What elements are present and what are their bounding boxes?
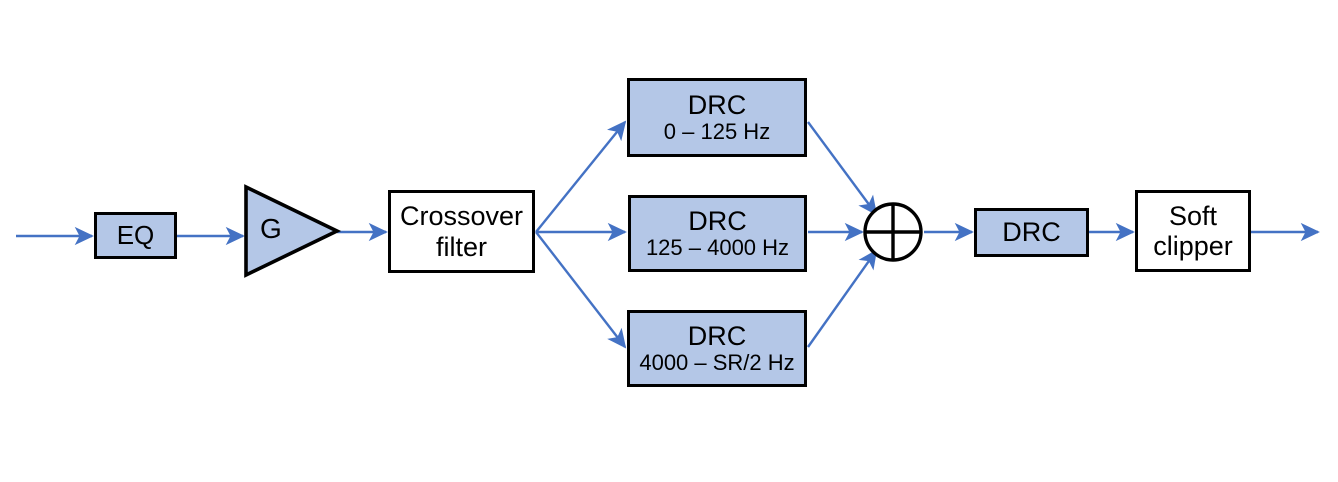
block-gain-label: G [260, 213, 282, 244]
block-drc-low-title: DRC [687, 90, 747, 121]
block-soft-clipper[interactable]: Soft clipper [1135, 190, 1251, 272]
block-drc-high-range: 4000 – SR/2 Hz [639, 350, 795, 376]
summing-junction-symbol [863, 202, 923, 262]
block-drc-high-band[interactable]: DRC 4000 – SR/2 Hz [627, 310, 807, 387]
block-soft-clipper-line2: clipper [1153, 231, 1233, 261]
block-crossover-line1: Crossover [399, 201, 524, 232]
gain-triangle-shape [244, 184, 342, 278]
block-eq-label: EQ [116, 219, 155, 250]
block-drc-master[interactable]: DRC [974, 208, 1089, 257]
connector-drc-high-to-summer [807, 249, 878, 348]
connector-drc-low-to-summer [807, 121, 878, 216]
block-crossover-line2: filter [435, 231, 487, 262]
connector-crossover-to-drc-low [535, 120, 627, 233]
block-drc-low-range: 0 – 125 Hz [663, 119, 771, 145]
block-gain-amplifier[interactable]: G [246, 187, 338, 275]
connector-crossover-to-drc-high [535, 231, 627, 349]
block-drc-mid-title: DRC [688, 206, 747, 237]
block-drc-low-band[interactable]: DRC 0 – 125 Hz [627, 78, 807, 157]
block-drc-mid-band[interactable]: DRC 125 – 4000 Hz [628, 195, 807, 272]
block-crossover-filter[interactable]: Crossover filter [388, 190, 535, 273]
block-drc-high-title: DRC [687, 321, 747, 352]
block-soft-clipper-line1: Soft [1168, 200, 1218, 231]
block-drc-mid-range: 125 – 4000 Hz [645, 235, 790, 261]
block-eq[interactable]: EQ [94, 212, 177, 259]
block-drc-master-label: DRC [1002, 217, 1061, 248]
